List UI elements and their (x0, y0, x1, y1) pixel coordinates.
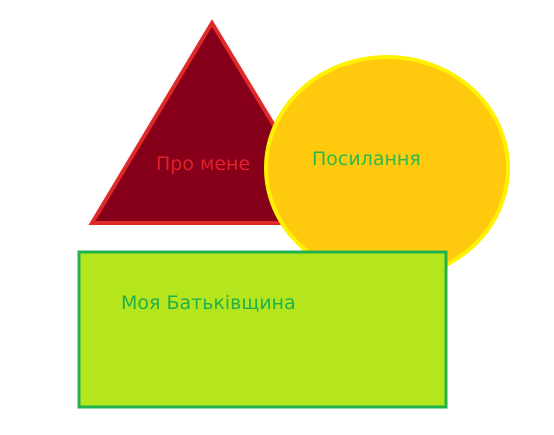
about-me-link[interactable]: Про мене (156, 153, 251, 175)
homeland-rectangle[interactable] (77, 250, 448, 409)
links-link[interactable]: Посилання (312, 148, 421, 170)
homeland-link[interactable]: Моя Батьківщина (121, 292, 296, 314)
